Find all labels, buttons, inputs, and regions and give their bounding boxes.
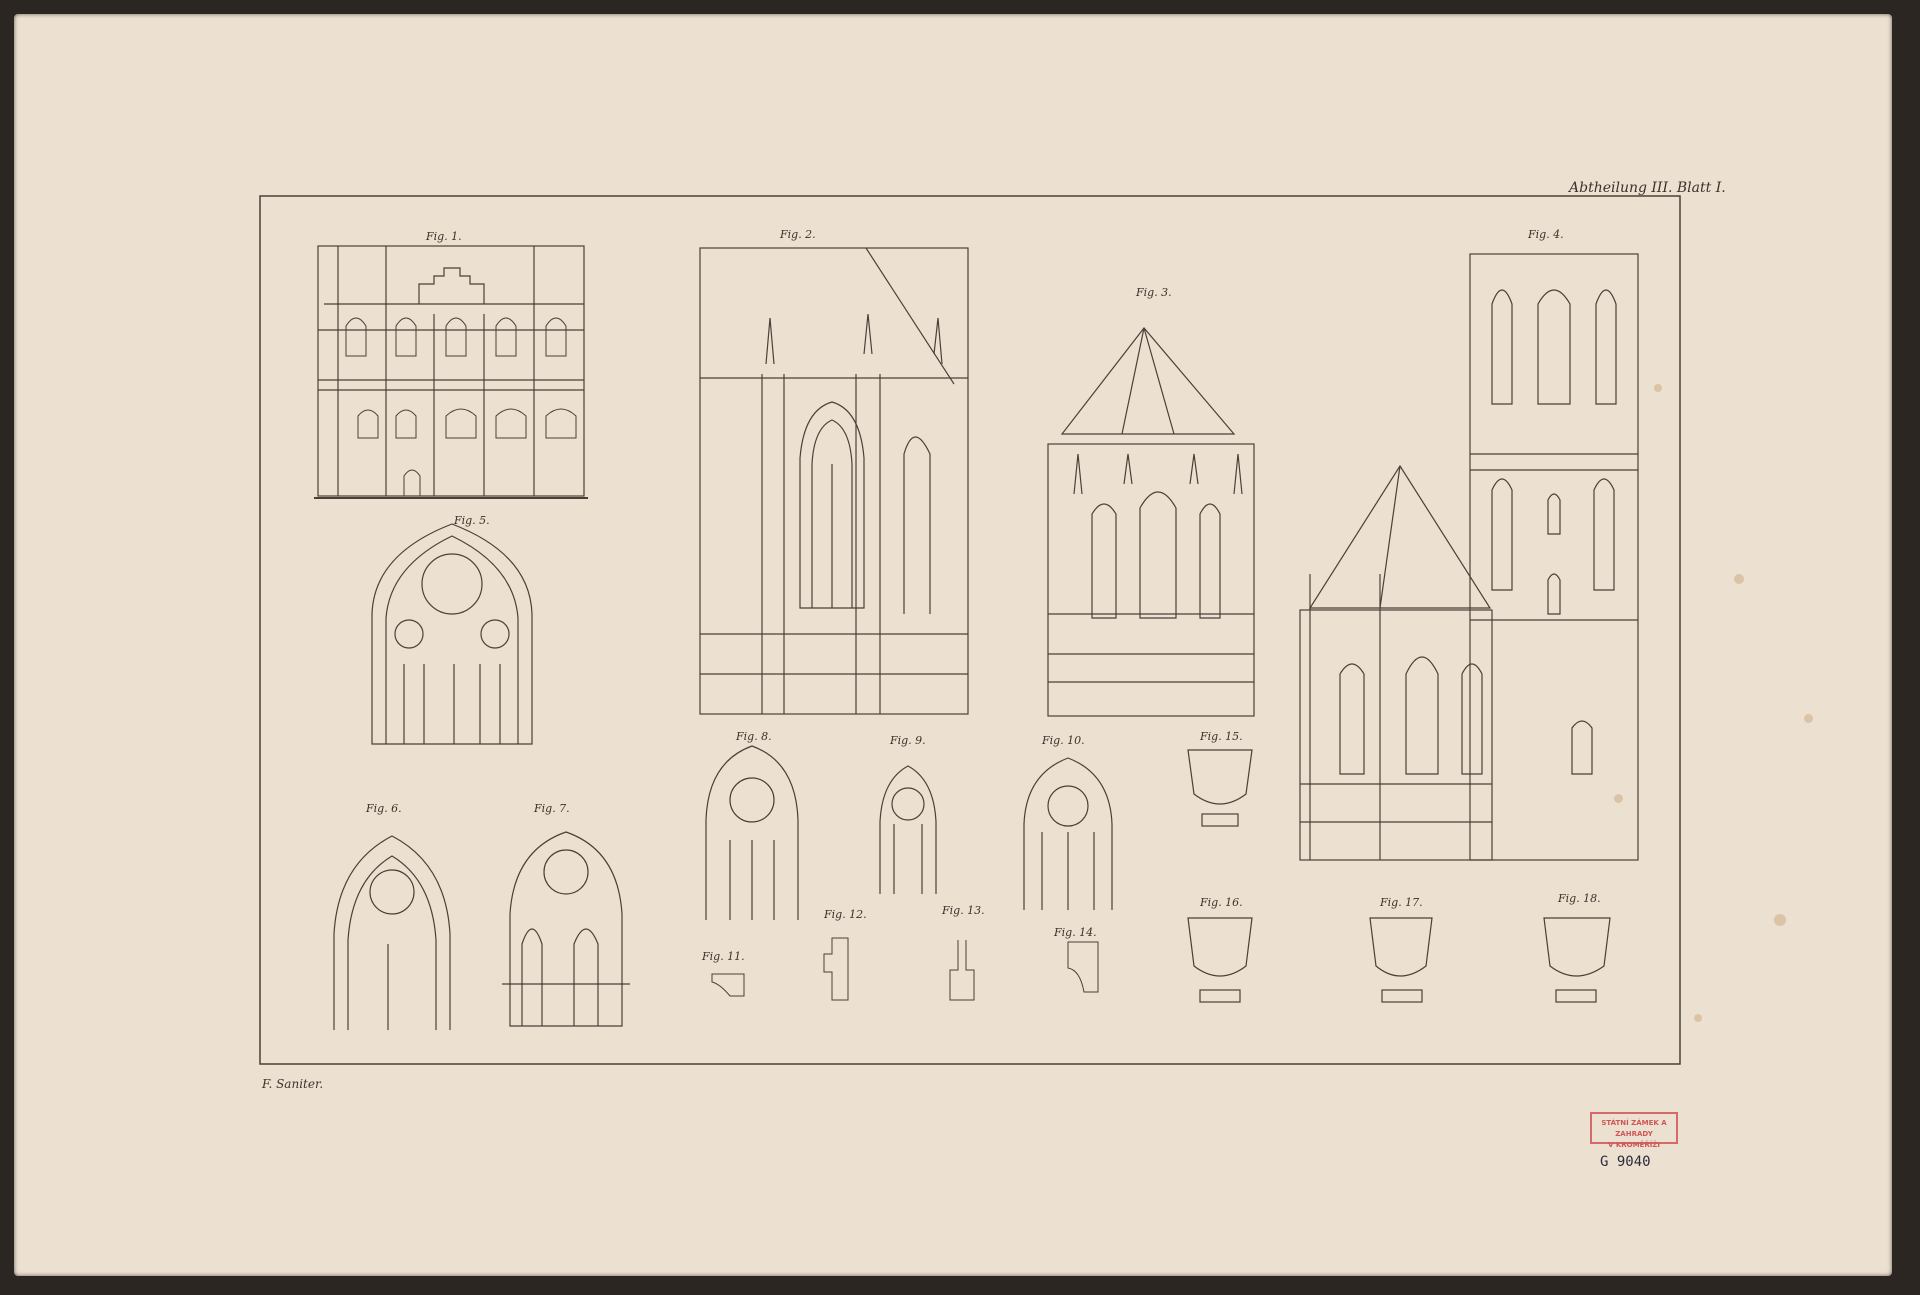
plate-border (259, 195, 1681, 1065)
fig15-label: Fig. 15. (1200, 730, 1243, 743)
fig13-label: Fig. 13. (942, 904, 985, 917)
fig1-facade-drawing (314, 245, 588, 499)
fig8-label: Fig. 8. (736, 730, 772, 743)
fig3-label: Fig. 3. (1136, 286, 1172, 299)
fig3-apse-drawing (1047, 327, 1255, 717)
fig1-label: Fig. 1. (426, 230, 462, 243)
fig11-label: Fig. 11. (702, 950, 745, 963)
fig10-label: Fig. 10. (1042, 734, 1085, 747)
fig6-label: Fig. 6. (366, 802, 402, 815)
paper-sheet: Abtheilung III. Blatt I. Fig. 1. Fig. 2.… (14, 14, 1892, 1276)
fig7-label: Fig. 7. (534, 802, 570, 815)
plate-header: Abtheilung III. Blatt I. (1569, 180, 1726, 196)
fig18-label: Fig. 18. (1558, 892, 1601, 905)
fig5-window-drawing (371, 523, 533, 745)
fig5-label: Fig. 5. (454, 514, 490, 527)
engraver-signature: F. Saniter. (262, 1077, 324, 1091)
fig7-window-drawing (502, 831, 630, 1027)
profile-drawings (711, 937, 1099, 1001)
stamp-line-2: V KROMĚŘÍŽI (1607, 1141, 1661, 1149)
foxing-spot (1734, 574, 1744, 584)
capital-drawings (1187, 749, 1611, 1003)
fig2-label: Fig. 2. (780, 228, 816, 241)
fig17-label: Fig. 17. (1380, 896, 1423, 909)
fig10-tracery-drawing (1023, 757, 1113, 910)
foxing-spot (1804, 714, 1813, 723)
fig2-choir-drawing (699, 247, 969, 715)
foxing-spot (1774, 914, 1786, 926)
fig16-label: Fig. 16. (1200, 896, 1243, 909)
plate-drawing (259, 195, 1681, 1065)
fig14-label: Fig. 14. (1054, 926, 1097, 939)
fig4-label: Fig. 4. (1528, 228, 1564, 241)
fig12-label: Fig. 12. (824, 908, 867, 921)
fig8-tracery-drawing (705, 745, 799, 920)
stamp-line-1: STÁTNÍ ZÁMEK A ZAHRADY (1601, 1119, 1667, 1138)
fig4-tower-drawing (1299, 253, 1639, 861)
foxing-spot (1614, 794, 1623, 803)
foxing-spot (1694, 1014, 1702, 1022)
fig9-label: Fig. 9. (890, 734, 926, 747)
archive-stamp: STÁTNÍ ZÁMEK A ZAHRADY V KROMĚŘÍŽI (1590, 1112, 1678, 1149)
fig9-tracery-drawing (879, 765, 937, 894)
shelfmark: G 9040 (1600, 1154, 1651, 1170)
foxing-spot (1654, 384, 1662, 392)
fig6-portal-drawing (333, 835, 451, 1030)
